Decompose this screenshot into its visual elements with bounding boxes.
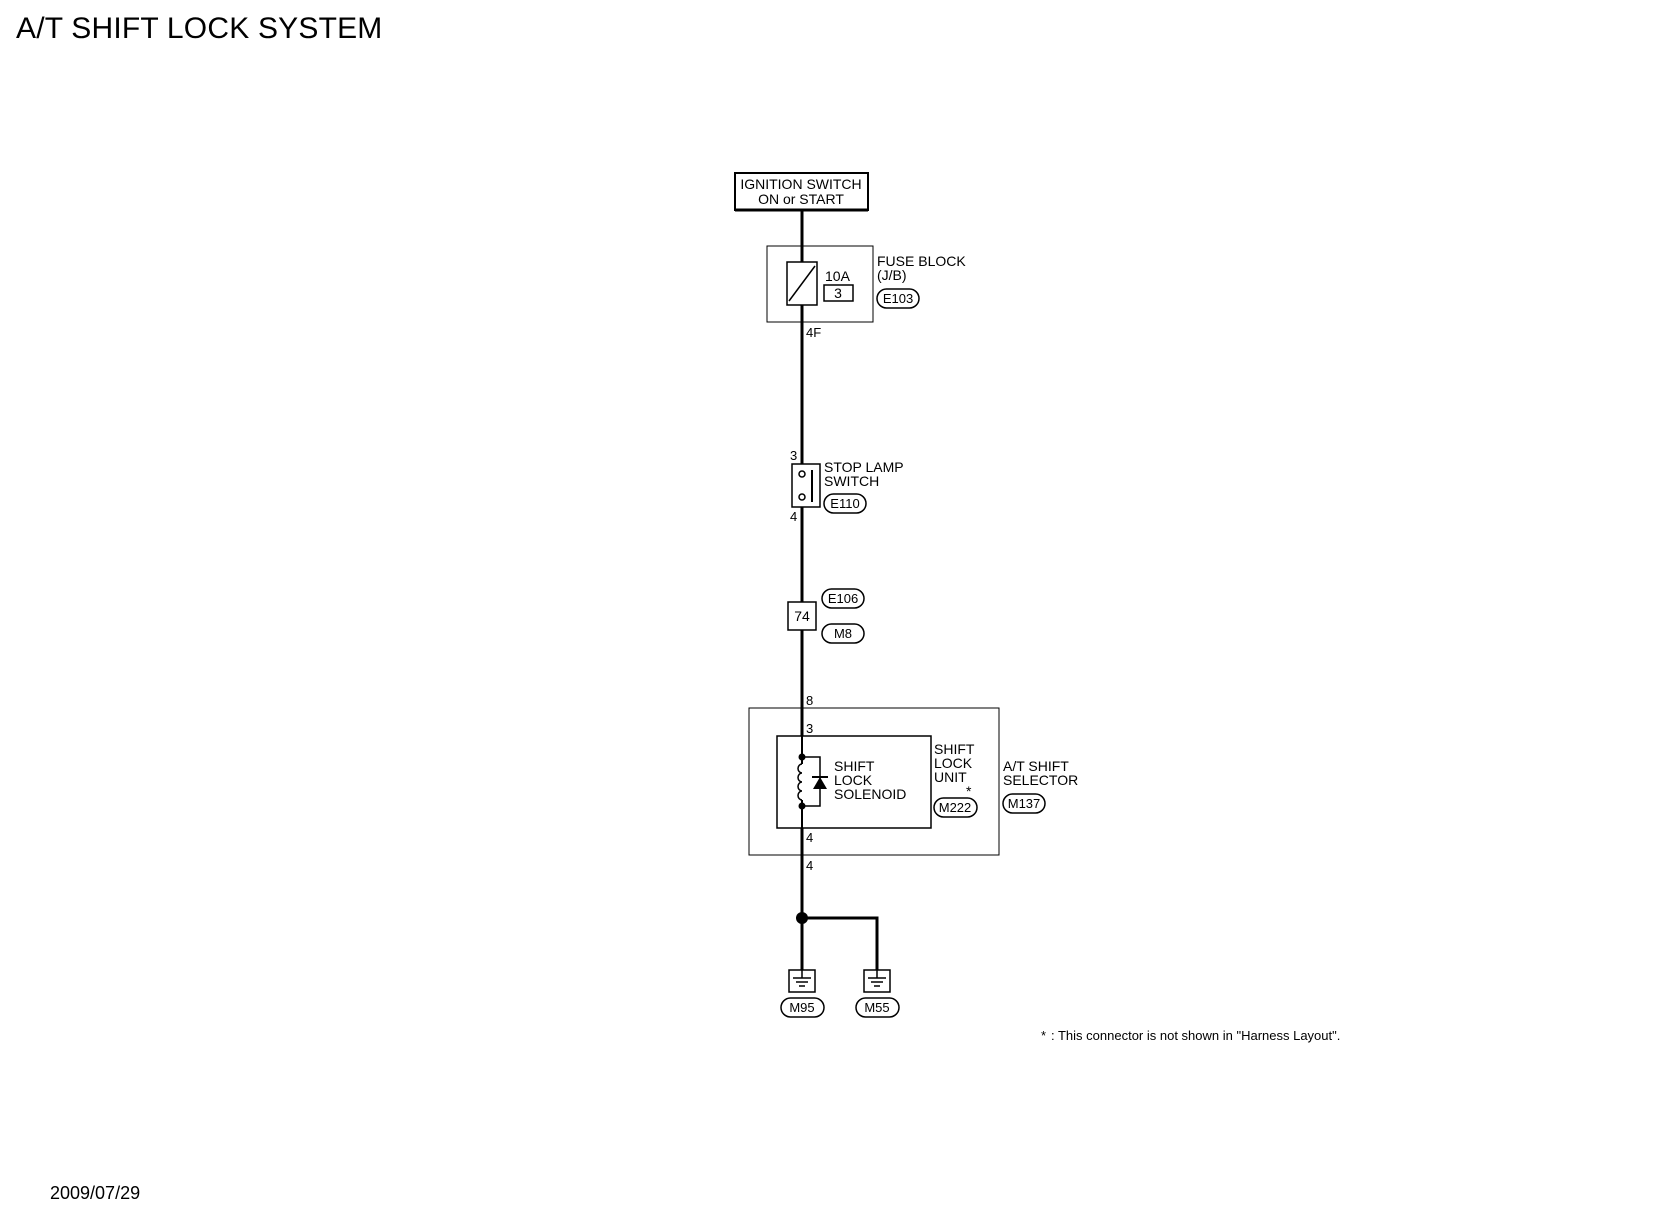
joint-top-connector: E106: [828, 591, 858, 606]
shift-lock-unit-connector-badge: [933, 797, 978, 818]
shift-lock-unit-label-1: SHIFT: [934, 741, 975, 757]
diode-icon: [813, 777, 827, 789]
page-date: 2009/07/29: [50, 1183, 141, 1203]
ground-m55-connector: M55: [864, 1000, 889, 1015]
joint-connector-box: [787, 601, 817, 631]
shift-lock-unit-connector: M222: [939, 800, 972, 815]
shift-lock-unit-star: *: [966, 783, 972, 799]
fuse-number-box: [823, 284, 854, 302]
ignition-switch-label-1: IGNITION SWITCH: [740, 176, 861, 192]
solenoid-label-3: SOLENOID: [834, 786, 906, 802]
stop-lamp-switch-body: [791, 463, 821, 508]
solenoid-label-2: LOCK: [834, 772, 873, 788]
shift-lock-unit-label-3: UNIT: [934, 769, 967, 785]
fuse-rating: 10A: [825, 268, 851, 284]
page-title: A/T SHIFT LOCK SYSTEM: [16, 12, 383, 45]
stop-lamp-pin-out: 4: [790, 509, 797, 524]
shift-selector-label-2: SELECTOR: [1003, 772, 1078, 788]
ground-m95-badge: [780, 997, 825, 1018]
joint-bottom-connector-badge: [821, 623, 865, 644]
shift-selector-connector-badge: [1002, 793, 1046, 814]
stop-lamp-pin-in: 3: [790, 448, 797, 463]
shift-selector-pin-out: 4: [806, 858, 813, 873]
fuse-number: 3: [834, 285, 842, 301]
ignition-switch-label-2: ON or START: [758, 191, 844, 207]
joint-top-connector-badge: [821, 588, 865, 609]
shift-selector-connector: M137: [1008, 796, 1041, 811]
footnote-star: *: [1041, 1028, 1046, 1043]
shift-selector-box: [748, 707, 1000, 856]
shift-lock-unit-pin-in: 3: [806, 721, 813, 736]
shift-lock-unit-label-2: LOCK: [934, 755, 973, 771]
joint-connector-number: 74: [794, 608, 810, 624]
fuse-block-connector-badge: [876, 288, 920, 309]
solenoid-label-1: SHIFT: [834, 758, 875, 774]
fuse-block-connector: E103: [883, 291, 913, 306]
footnote-text: : This connector is not shown in "Harnes…: [1051, 1028, 1340, 1043]
shift-selector-pin-in: 8: [806, 693, 813, 708]
ground-m55-badge: [855, 997, 900, 1018]
ground-branch-wire: [802, 916, 879, 973]
ground-m95-connector: M95: [789, 1000, 814, 1015]
stop-lamp-contact-top: [798, 470, 806, 478]
fuse-block-label-1: FUSE BLOCK: [877, 253, 966, 269]
shift-selector-label-1: A/T SHIFT: [1003, 758, 1069, 774]
fuse-block-terminal: 4F: [806, 325, 821, 340]
joint-bottom-connector: M8: [834, 626, 852, 641]
stop-lamp-connector-badge: [823, 493, 867, 514]
fuse-block-box: [766, 245, 874, 323]
solenoid-coil: [797, 763, 803, 801]
stop-lamp-contact-bottom: [798, 493, 806, 501]
stop-lamp-label-2: SWITCH: [824, 473, 879, 489]
fuse-block-label-2: (J/B): [877, 267, 907, 283]
stop-lamp-label-1: STOP LAMP: [824, 459, 904, 475]
stop-lamp-connector: E110: [830, 496, 859, 511]
shift-lock-unit-pin-out: 4: [806, 830, 813, 845]
fuse-element: [788, 265, 816, 302]
